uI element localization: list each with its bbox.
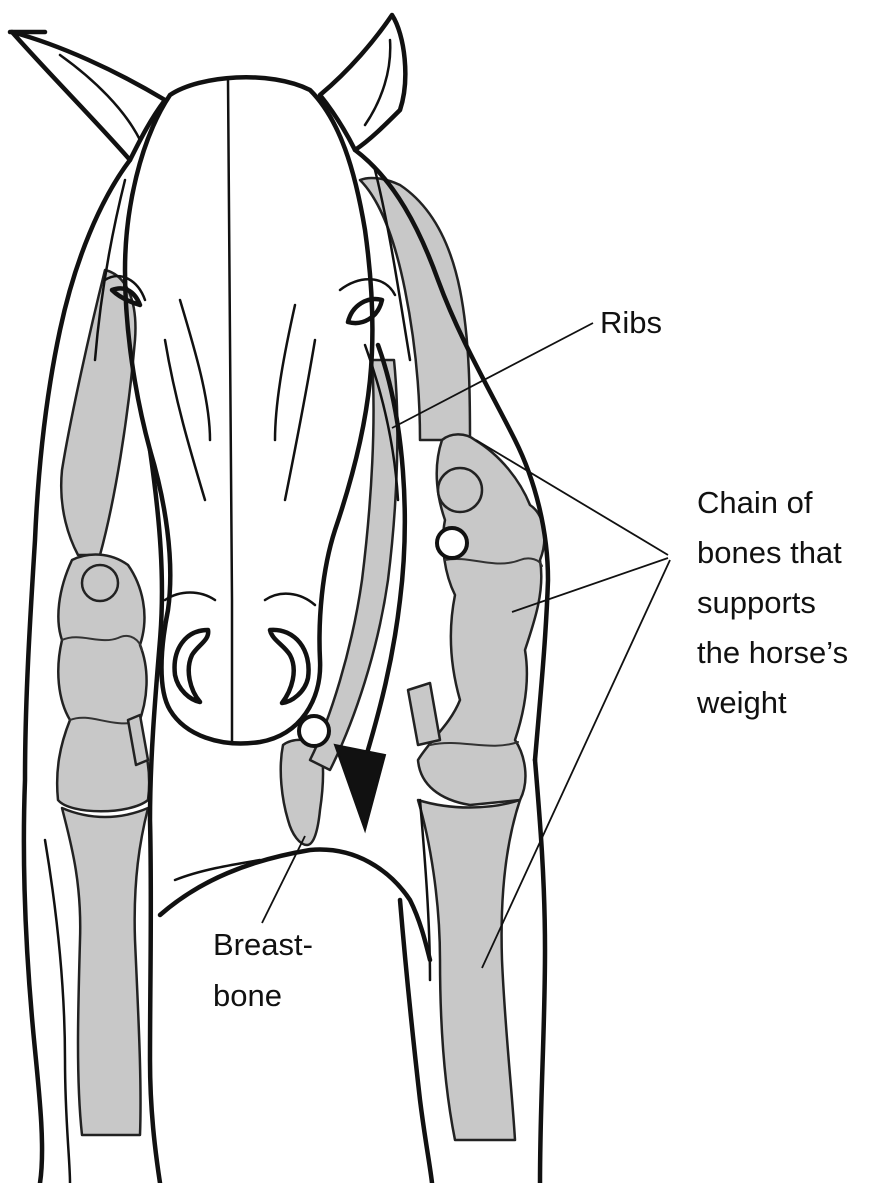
right-splint-bone [408, 683, 440, 745]
head-outline [125, 77, 372, 743]
right-cheek-line [285, 340, 315, 500]
chain-label-line3: supports [697, 585, 816, 620]
left-cannon-bone [62, 808, 148, 1135]
ribs-label: Ribs [600, 305, 662, 340]
force-arrow-head [335, 745, 385, 830]
right-face-line [275, 305, 295, 440]
left-face-line [180, 300, 210, 440]
left-leg-outer-lower [45, 840, 70, 1183]
face-center-line [228, 80, 232, 742]
right-neck-strip [310, 360, 397, 770]
breastbone-label-line2: bone [213, 978, 282, 1013]
shoulder-joint-marker [437, 528, 467, 558]
right-ear-inner [365, 40, 390, 125]
right-eye [348, 299, 382, 323]
breastbone-joint-marker [299, 716, 329, 746]
right-nostril [270, 630, 309, 703]
chain-label-line4: the horse’s [697, 635, 848, 670]
right-eye-lid [340, 279, 395, 295]
left-ear [12, 32, 165, 160]
left-knee-cap [82, 565, 118, 601]
breastbone-leader [262, 836, 305, 923]
right-cannon-bone [418, 800, 520, 1140]
chain-label-line1: Chain of [697, 485, 813, 520]
skeleton-bones [57, 178, 544, 1140]
left-nostril [175, 630, 209, 702]
right-body-outline [535, 760, 545, 1183]
left-leg-inner [150, 450, 162, 1183]
right-ear [320, 15, 405, 150]
right-knee-cap [438, 468, 482, 512]
chain-label-line2: bones that [697, 535, 842, 570]
chain-label-line5: weight [696, 685, 787, 720]
muzzle-line [165, 593, 215, 601]
breastbone-label-line1: Breast- [213, 927, 313, 962]
muzzle-line-2 [265, 594, 315, 605]
